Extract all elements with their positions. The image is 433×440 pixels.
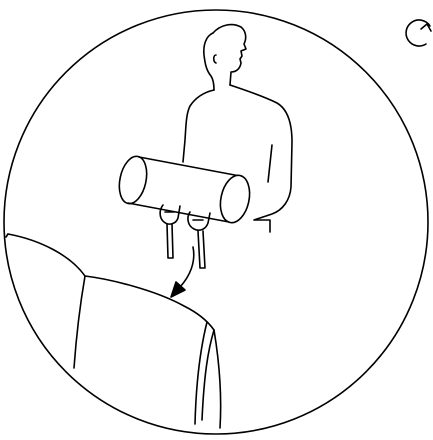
circular-frame — [4, 10, 428, 434]
cylindrical-package — [115, 154, 253, 226]
rotate-arrow-icon — [406, 20, 431, 46]
vehicle-seat-outline — [6, 234, 221, 428]
downward-arrow-icon — [171, 247, 194, 297]
